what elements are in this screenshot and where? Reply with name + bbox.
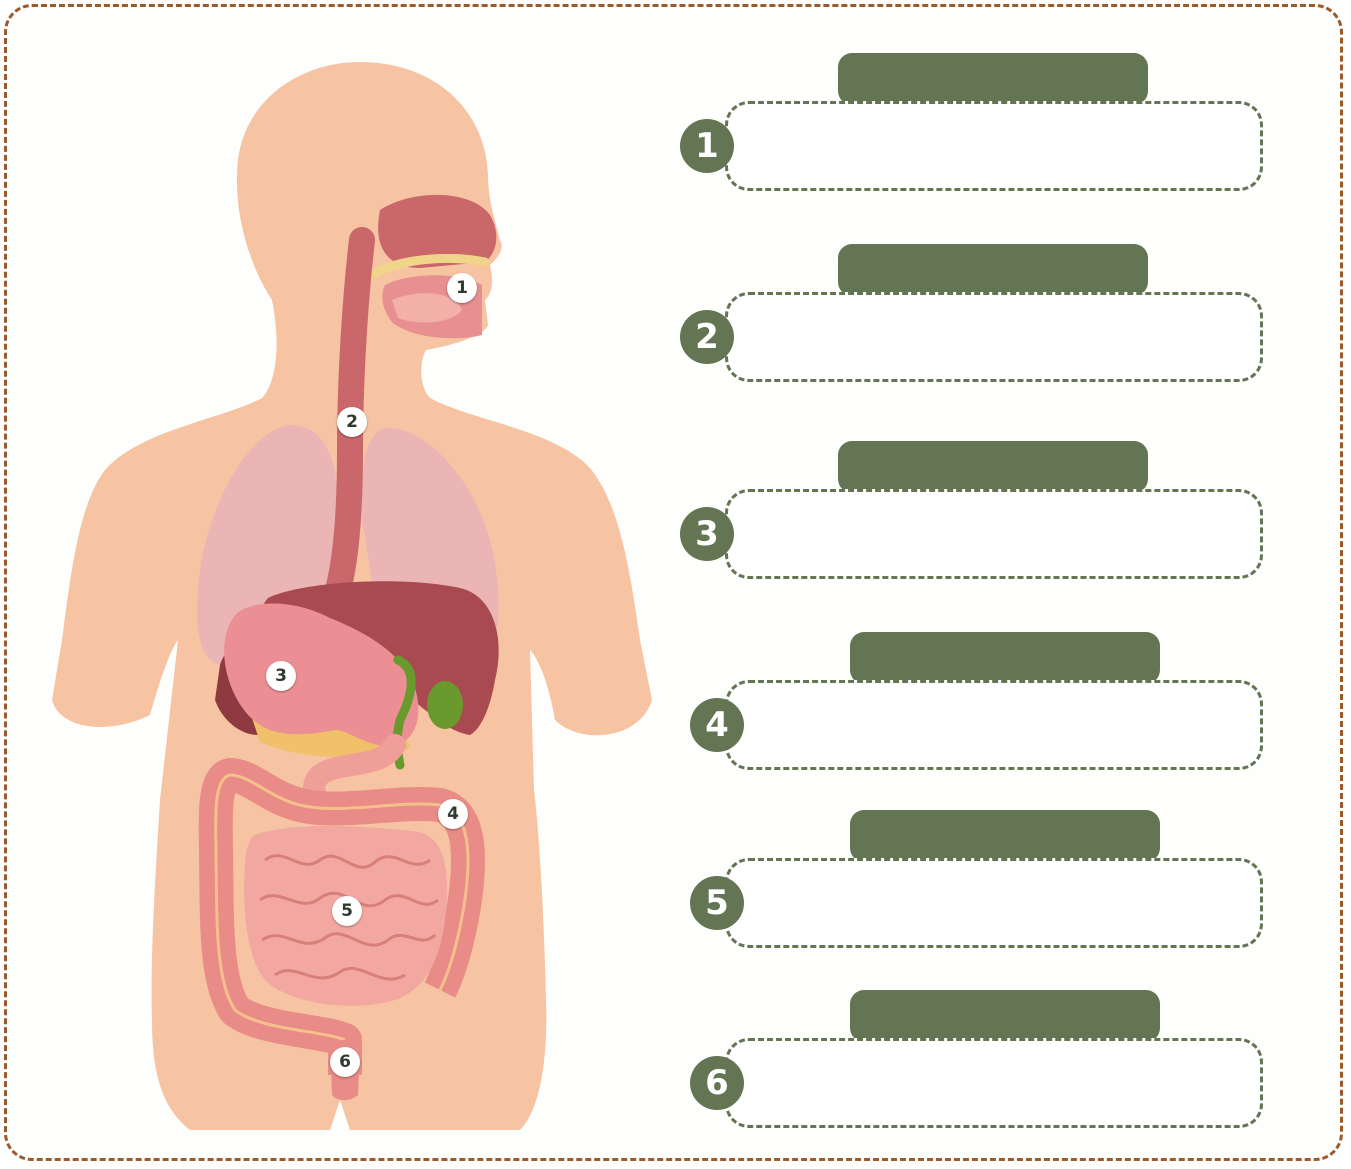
diagram-marker-2: 2: [337, 407, 367, 437]
diagram-marker-1: 1: [447, 273, 477, 303]
answer-tab-4[interactable]: [850, 632, 1160, 684]
diagram-marker-3: 3: [266, 661, 296, 691]
answer-tab-3[interactable]: [838, 441, 1148, 493]
gallbladder: [427, 681, 463, 729]
answer-tab-5[interactable]: [850, 810, 1160, 862]
answer-number-4: 4: [690, 698, 744, 752]
answer-block-6: 6: [670, 990, 1280, 1140]
answer-box-3[interactable]: [725, 489, 1263, 579]
answer-block-5: 5: [670, 810, 1280, 960]
answer-number-5: 5: [690, 876, 744, 930]
answer-box-1[interactable]: [725, 101, 1263, 191]
diagram-marker-5: 5: [332, 896, 362, 926]
answer-block-2: 2: [670, 244, 1280, 394]
answer-box-2[interactable]: [725, 292, 1263, 382]
answer-box-6[interactable]: [725, 1038, 1263, 1128]
answer-block-4: 4: [670, 632, 1280, 782]
answer-number-2: 2: [680, 310, 734, 364]
answer-number-1: 1: [680, 119, 734, 173]
answer-number-6: 6: [690, 1056, 744, 1110]
answer-box-5[interactable]: [725, 858, 1263, 948]
answer-block-1: 1: [670, 53, 1280, 203]
answer-box-4[interactable]: [725, 680, 1263, 770]
diagram-marker-4: 4: [438, 799, 468, 829]
answer-block-3: 3: [670, 441, 1280, 591]
answer-number-3: 3: [680, 507, 734, 561]
diagram-marker-6: 6: [330, 1047, 360, 1077]
answer-tab-1[interactable]: [838, 53, 1148, 105]
answer-tab-2[interactable]: [838, 244, 1148, 296]
answer-tab-6[interactable]: [850, 990, 1160, 1042]
